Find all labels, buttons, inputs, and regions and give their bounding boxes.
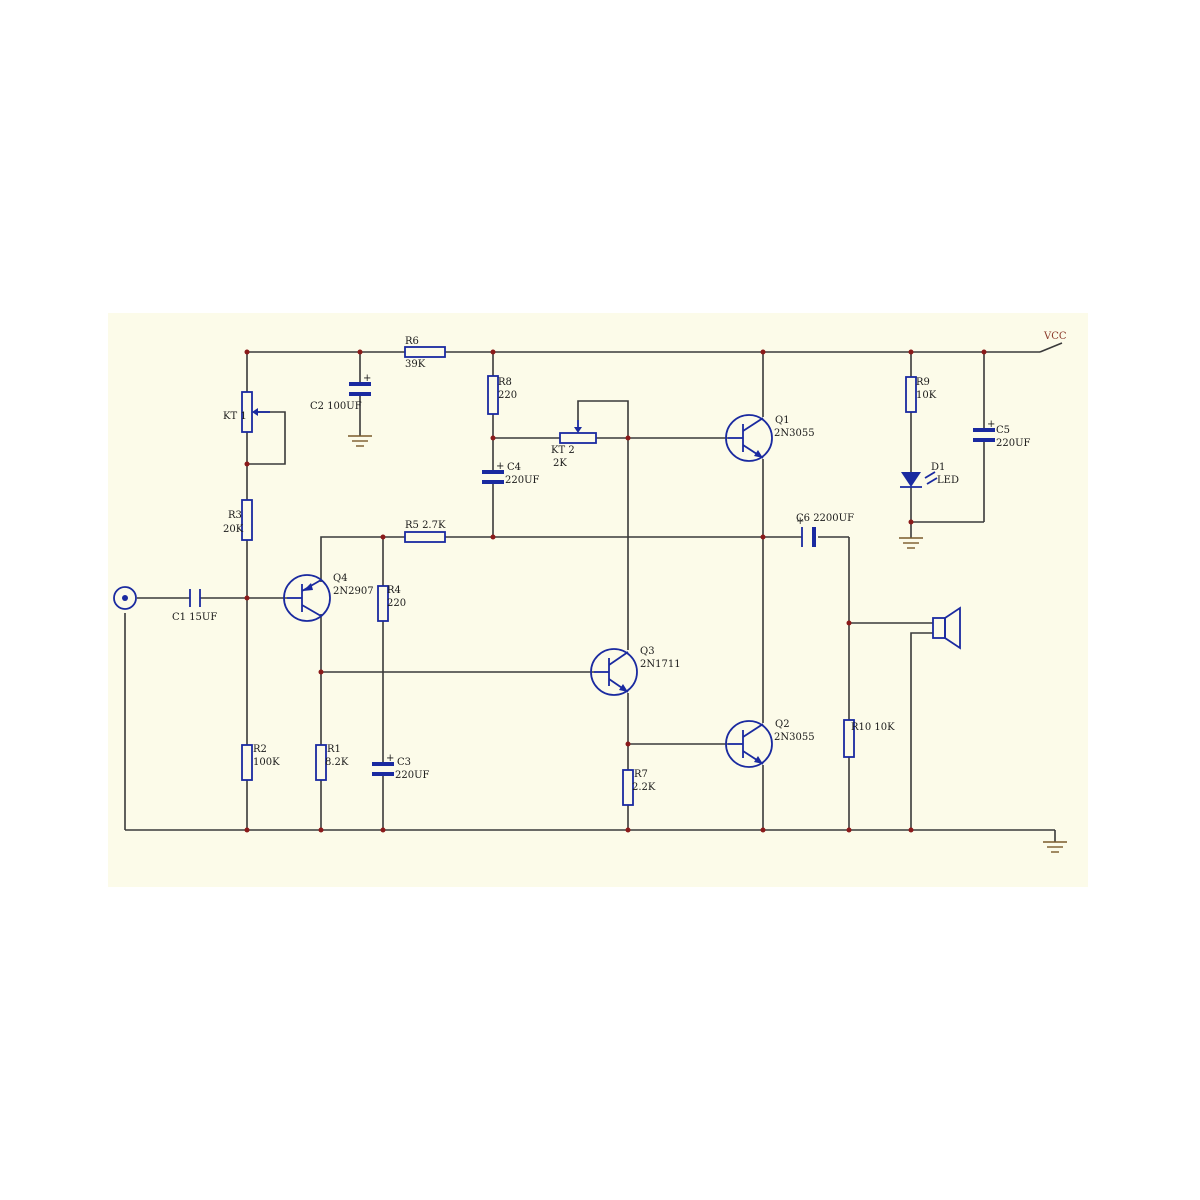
transistor-q3	[590, 648, 638, 696]
schematic-paper	[108, 313, 1088, 887]
capacitor-c5: +	[973, 419, 995, 442]
r8-value: 220	[498, 390, 517, 401]
resistor-r4	[377, 585, 389, 622]
r4-value: 220	[387, 598, 406, 609]
d1-value: LED	[937, 475, 959, 486]
kt2-ref: KT 2	[551, 445, 575, 456]
c3-value: 220UF	[395, 770, 430, 781]
svg-text:+: +	[363, 373, 371, 384]
c1-label: C1 15UF	[172, 612, 217, 623]
resistor-r6	[404, 346, 446, 358]
svg-text:+: +	[386, 753, 394, 764]
r1-ref: R1	[327, 744, 341, 755]
c5-value: 220UF	[996, 438, 1031, 449]
transistor-q4	[283, 574, 331, 622]
resistor-r10	[843, 719, 855, 758]
ground-symbol-d1	[899, 537, 923, 549]
r6-value: 39K	[405, 359, 426, 370]
c4-value: 220UF	[505, 475, 540, 486]
q1-value: 2N3055	[774, 428, 815, 439]
resistor-r8	[487, 375, 499, 415]
d1-ref: D1	[931, 462, 945, 473]
svg-text:+: +	[796, 516, 804, 527]
ground-symbol-main	[1043, 841, 1067, 853]
c3-ref: C3	[397, 757, 411, 768]
vcc-label: VCC	[1043, 331, 1067, 342]
r7-value: 2.2K	[632, 782, 656, 793]
r6-ref: R6	[405, 336, 419, 347]
junctions	[244, 349, 987, 833]
r5-label: R5 2.7K	[405, 520, 446, 531]
svg-text:+: +	[496, 461, 504, 472]
resistor-r7	[622, 769, 634, 806]
transistor-q1	[725, 414, 773, 462]
capacitor-c6: +	[796, 516, 816, 547]
capacitor-c1	[189, 589, 201, 607]
led-d1	[900, 471, 938, 488]
capacitor-c3: +	[372, 753, 394, 776]
svg-text:+: +	[987, 419, 995, 430]
r9-value: 10K	[916, 390, 937, 401]
q2-ref: Q2	[775, 719, 790, 730]
q1-ref: Q1	[775, 415, 790, 426]
transistor-q2	[725, 720, 773, 768]
r2-value: 100K	[253, 757, 280, 768]
r3-value: 20K	[223, 524, 244, 535]
resistor-r1	[315, 744, 327, 781]
potentiometer-kt1	[241, 391, 270, 433]
c4-ref: C4	[507, 462, 521, 473]
c6-label: C6 2200UF	[796, 513, 854, 524]
wires	[124, 342, 1063, 842]
labels: VCC R6 39K C2 100UF KT 1 R3 20K R8 220 C…	[172, 331, 1067, 793]
resistor-r2	[241, 744, 253, 781]
resistor-r5	[404, 531, 446, 543]
kt1-label: KT 1	[223, 411, 247, 422]
r4-ref: R4	[387, 585, 401, 596]
input-jack-icon	[113, 586, 137, 610]
resistor-r3	[241, 499, 253, 541]
r1-value: 8.2K	[325, 757, 349, 768]
q4-value: 2N2907	[333, 586, 374, 597]
r7-ref: R7	[634, 769, 648, 780]
r10-label: R10 10K	[851, 722, 895, 733]
q4-ref: Q4	[333, 573, 348, 584]
speaker-icon	[932, 606, 961, 650]
capacitor-c4: +	[482, 461, 504, 484]
r3-ref: R3	[228, 510, 242, 521]
potentiometer-kt2	[559, 420, 597, 444]
q3-ref: Q3	[640, 646, 655, 657]
r8-ref: R8	[498, 377, 512, 388]
c2-label: C2 100UF	[310, 401, 362, 412]
c5-ref: C5	[996, 425, 1010, 436]
q3-value: 2N1711	[640, 659, 681, 670]
q2-value: 2N3055	[774, 732, 815, 743]
kt2-value: 2K	[553, 458, 567, 469]
ground-symbol-c2	[348, 435, 372, 447]
resistor-r9	[905, 376, 917, 413]
r2-ref: R2	[253, 744, 267, 755]
r9-ref: R9	[916, 377, 930, 388]
capacitor-c2: +	[349, 373, 371, 396]
